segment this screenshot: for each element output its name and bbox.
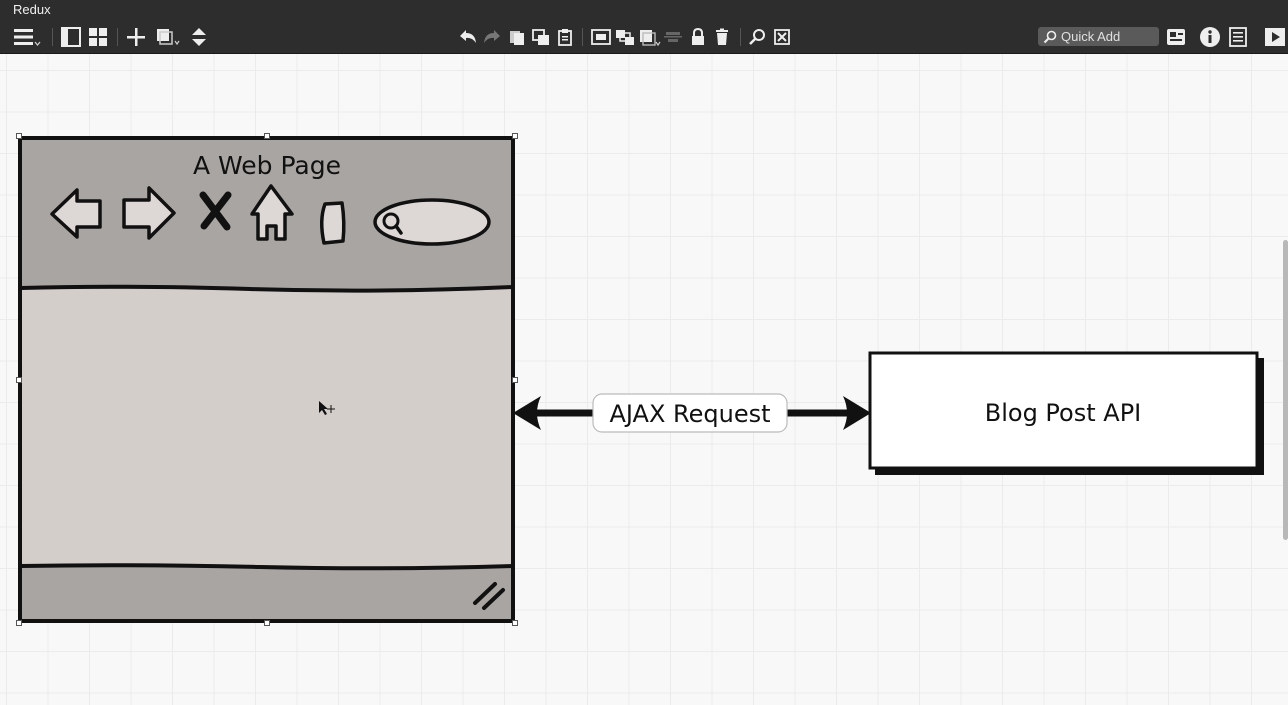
copy-style-icon[interactable] [154, 26, 182, 48]
toolbar-separator [740, 28, 741, 46]
properties-icon[interactable] [1227, 26, 1249, 48]
search-icon [1043, 30, 1057, 44]
vertical-scrollbar[interactable] [1283, 240, 1288, 540]
zoom-icon[interactable] [748, 27, 768, 47]
ajax-connector-arrow[interactable]: AJAX Request [513, 393, 871, 433]
grid-view-icon[interactable] [87, 26, 109, 48]
diagram-canvas[interactable]: A Web Page [0, 54, 1288, 705]
toolbar-separator [117, 28, 118, 46]
bring-front-icon[interactable] [638, 27, 662, 47]
redo-icon[interactable] [482, 27, 502, 47]
stop-icon [199, 191, 232, 231]
menu-icon[interactable] [12, 25, 42, 49]
mouse-cursor-icon [319, 401, 335, 415]
group-icon[interactable] [590, 27, 612, 47]
lock-icon[interactable] [688, 27, 708, 47]
forward-arrow-icon [122, 186, 176, 240]
quick-add-placeholder: Quick Add [1061, 29, 1121, 44]
search-field-sketch [373, 198, 491, 246]
add-icon[interactable] [125, 26, 147, 48]
duplicate-icon[interactable] [531, 27, 551, 47]
selection-handles[interactable] [16, 133, 518, 626]
web-page-wireframe[interactable]: A Web Page [16, 133, 518, 626]
account-icon[interactable] [1165, 26, 1187, 48]
delete-icon[interactable] [712, 27, 732, 47]
undo-icon[interactable] [458, 27, 478, 47]
sort-icon[interactable] [188, 26, 210, 48]
refresh-icon [320, 201, 346, 245]
present-icon[interactable] [1263, 26, 1287, 48]
info-icon[interactable] [1199, 26, 1221, 48]
diagram: A Web Page [16, 133, 1264, 626]
single-pane-icon[interactable] [60, 26, 82, 48]
back-arrow-icon [50, 188, 102, 239]
quick-add-search[interactable]: Quick Add [1038, 27, 1159, 46]
home-icon [250, 184, 294, 241]
ungroup-icon[interactable] [614, 27, 636, 47]
toolbar-separator [52, 28, 53, 46]
copy-icon[interactable] [507, 27, 527, 47]
toolbar-separator [582, 28, 583, 46]
align-icon[interactable] [663, 27, 683, 47]
fit-icon[interactable] [772, 27, 792, 47]
paste-icon[interactable] [555, 27, 575, 47]
title-bar: Redux [0, 0, 1288, 20]
resize-grip-icon [473, 582, 505, 610]
blog-post-api-label: Blog Post API [985, 399, 1142, 427]
window-title: Redux [13, 2, 51, 17]
ajax-request-label: AJAX Request [609, 400, 770, 428]
blog-post-api-box[interactable]: Blog Post API [868, 351, 1264, 475]
web-page-title: A Web Page [193, 151, 341, 180]
